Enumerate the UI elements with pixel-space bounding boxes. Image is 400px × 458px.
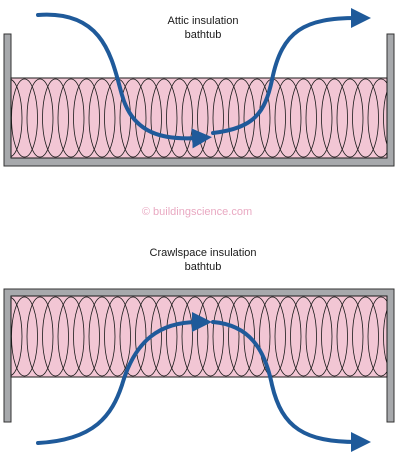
batt-loop (166, 78, 193, 158)
attic-batt-pattern (11, 78, 387, 158)
batt-loop (367, 296, 387, 377)
crawlspace-title-line2: bathtub (185, 261, 222, 273)
attic-insulation-batt (10, 77, 388, 159)
batt-loop (212, 296, 240, 377)
crawlspace-insulation-batt (10, 295, 388, 378)
batt-loop (135, 296, 162, 377)
batt-loop (305, 78, 333, 158)
batt-loop (274, 78, 302, 158)
batt-loop (26, 296, 54, 377)
batt-loop (119, 78, 147, 158)
batt-loop (26, 78, 54, 158)
crawlspace-airflow-arrow-in (36, 312, 212, 445)
batt-loop (383, 90, 387, 146)
batt-loop (181, 78, 209, 158)
batt-loop (88, 296, 116, 377)
attic-title-line2: bathtub (185, 29, 222, 41)
batt-loop (243, 78, 271, 158)
batt-loop (42, 78, 69, 158)
batt-loop (150, 78, 178, 158)
attic-title-line1: Attic insulation (168, 15, 239, 27)
crawlspace-batt-pattern (11, 296, 387, 377)
crawlspace-airflow-arrow-out (211, 320, 371, 452)
batt-loop (259, 296, 286, 377)
batt-loop (228, 296, 255, 377)
attic-airflow-arrow-out (211, 8, 371, 135)
batt-loop (352, 78, 379, 158)
batt-loop (42, 296, 69, 377)
crawlspace-bathtub-group: Crawlspace insulation bathtub (3, 247, 395, 452)
batt-loop (212, 78, 240, 158)
batt-loop (166, 296, 193, 377)
batt-loop (274, 296, 302, 377)
batt-loop (336, 78, 364, 158)
batt-loop (197, 296, 224, 377)
batt-loop (104, 296, 131, 377)
batt-loop (181, 296, 209, 377)
batt-loop (11, 297, 23, 376)
batt-loop (367, 78, 387, 158)
batt-loop (383, 308, 387, 365)
batt-loop (11, 296, 38, 377)
batt-loop (321, 78, 348, 158)
attic-airflow-arrow-in (36, 12, 212, 149)
batt-loop (119, 296, 147, 377)
batt-loop (57, 78, 85, 158)
batt-loop (11, 78, 38, 158)
batt-loop (321, 296, 348, 377)
batt-loop (305, 296, 333, 377)
crawlspace-title-line1: Crawlspace insulation (150, 247, 257, 259)
attic-tub-frame (3, 33, 395, 167)
batt-loop (73, 78, 100, 158)
batt-loop (197, 78, 224, 158)
batt-loop (11, 79, 23, 157)
batt-loop (57, 296, 85, 377)
batt-loop (88, 78, 116, 158)
batt-loop (290, 78, 317, 158)
batt-loop (243, 296, 271, 377)
copyright-watermark: © buildingscience.com (142, 206, 252, 218)
batt-loop (73, 296, 100, 377)
batt-loop (352, 296, 379, 377)
attic-bathtub-group: Attic insulation bathtub (3, 8, 395, 167)
batt-loop (336, 296, 364, 377)
batt-loop (290, 296, 317, 377)
